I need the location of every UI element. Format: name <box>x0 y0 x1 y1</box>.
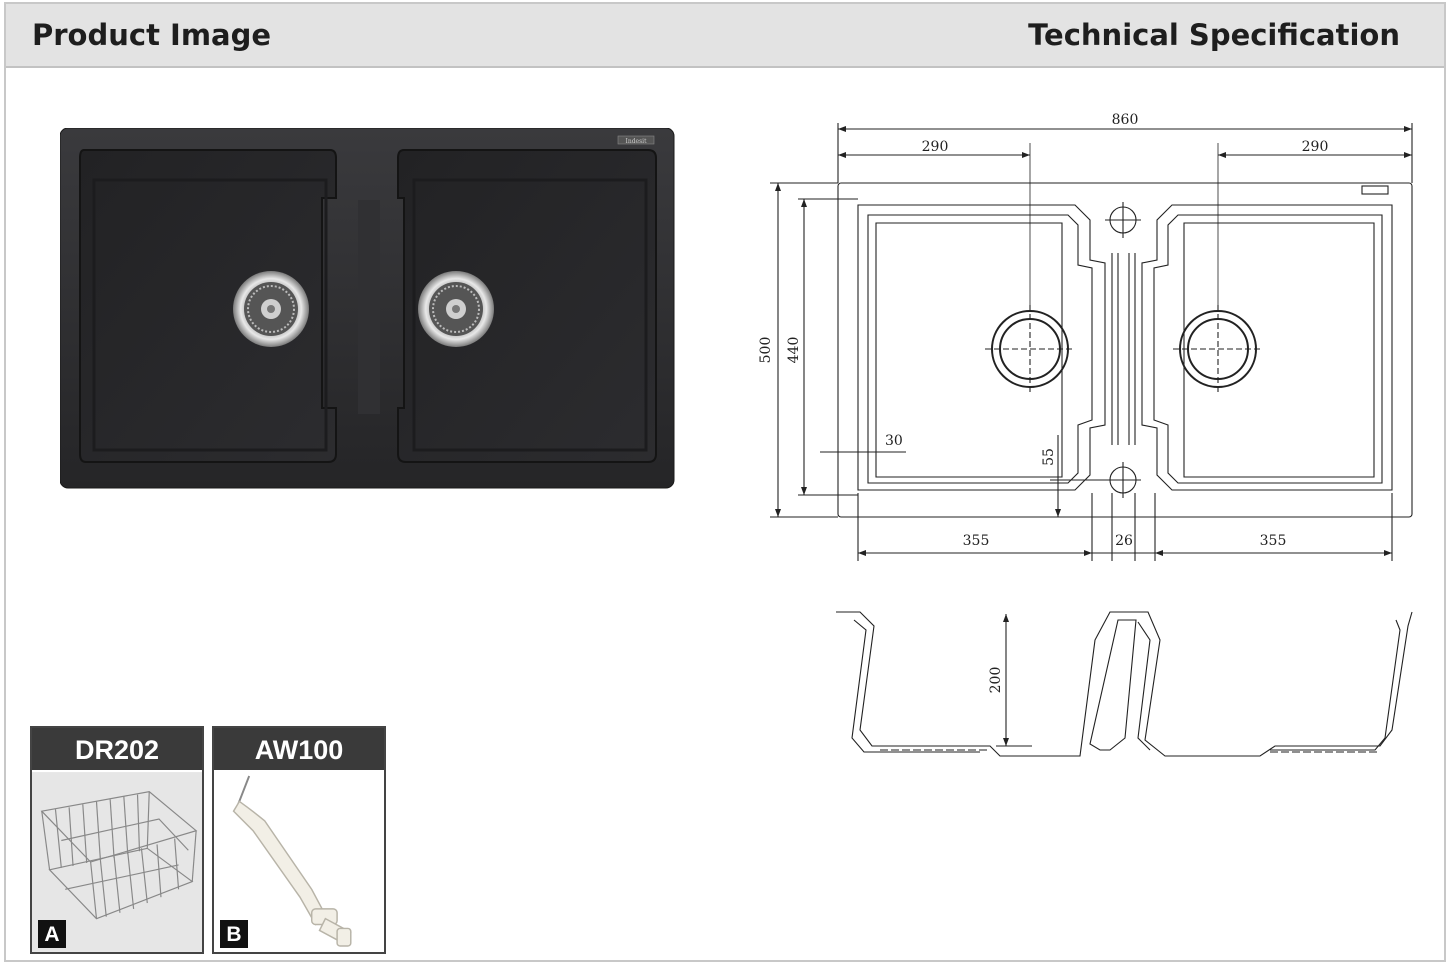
dim-rim: 30 <box>885 433 903 449</box>
header-bar: Product Image Technical Specification <box>6 4 1444 68</box>
right-bowl <box>397 149 657 463</box>
dim-bowl-left: 355 <box>963 533 990 549</box>
accessory-letter: B <box>220 920 248 948</box>
plan-view-drawing: 860 290 290 500 440 30 55 355 26 355 <box>758 112 1413 561</box>
bowl-divider <box>358 200 380 414</box>
accessory-card-dr202[interactable]: DR202 A <box>30 726 204 954</box>
technical-specification-heading: Technical Specification <box>1028 18 1400 52</box>
left-bowl <box>79 149 337 463</box>
dim-bowl-right: 355 <box>1260 533 1287 549</box>
dim-total-width: 860 <box>1112 112 1139 128</box>
accessory-letter: A <box>38 920 66 948</box>
accessory-code: DR202 <box>32 728 202 770</box>
dim-right-offset: 290 <box>1302 139 1329 155</box>
sink-product-image: Indesit <box>60 128 675 489</box>
product-image-heading: Product Image <box>32 18 272 52</box>
left-drain <box>233 271 309 347</box>
dim-divider: 26 <box>1115 533 1133 549</box>
dim-bowl-depth: 200 <box>988 667 1004 694</box>
dim-drain-offset: 55 <box>1041 448 1057 466</box>
right-drain <box>418 271 494 347</box>
dim-total-depth: 500 <box>758 337 774 364</box>
accessory-card-aw100[interactable]: AW100 B <box>212 726 386 954</box>
dim-inner-depth: 440 <box>786 337 802 364</box>
section-view-drawing: 200 <box>836 611 1413 757</box>
accessory-code: AW100 <box>214 728 384 770</box>
dim-left-offset: 290 <box>922 139 949 155</box>
waste-kit-image <box>214 772 384 952</box>
sink-brand-mark: Indesit <box>625 138 647 145</box>
